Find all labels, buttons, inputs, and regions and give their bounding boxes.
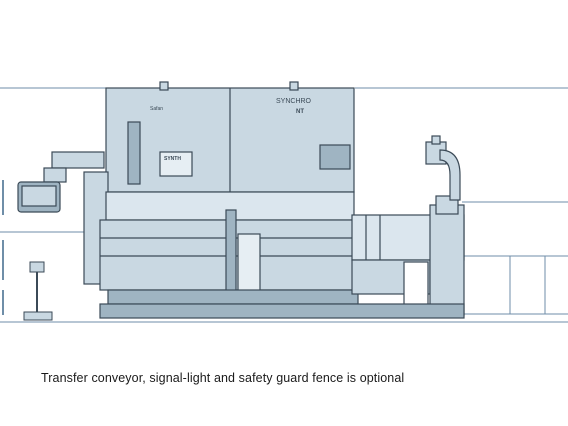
signal-light (425, 135, 461, 201)
base-plate (99, 303, 465, 319)
brand-label: Safan (150, 106, 163, 112)
upper-beam (105, 81, 355, 193)
model-label: SYNCHRO (276, 98, 312, 105)
lower-frame (83, 171, 371, 305)
control-console (17, 151, 105, 213)
panel-label: SYNTH (164, 156, 181, 162)
press-brake-drawing: Safan SYNCHRO NT SYNTH (0, 81, 568, 323)
figure-caption: Transfer conveyor, signal-light and safe… (41, 371, 405, 385)
guide-lines (0, 87, 568, 323)
transfer-conveyor (351, 195, 465, 316)
foot-pedal-stand (23, 261, 53, 321)
model-sub-label: NT (296, 109, 304, 115)
